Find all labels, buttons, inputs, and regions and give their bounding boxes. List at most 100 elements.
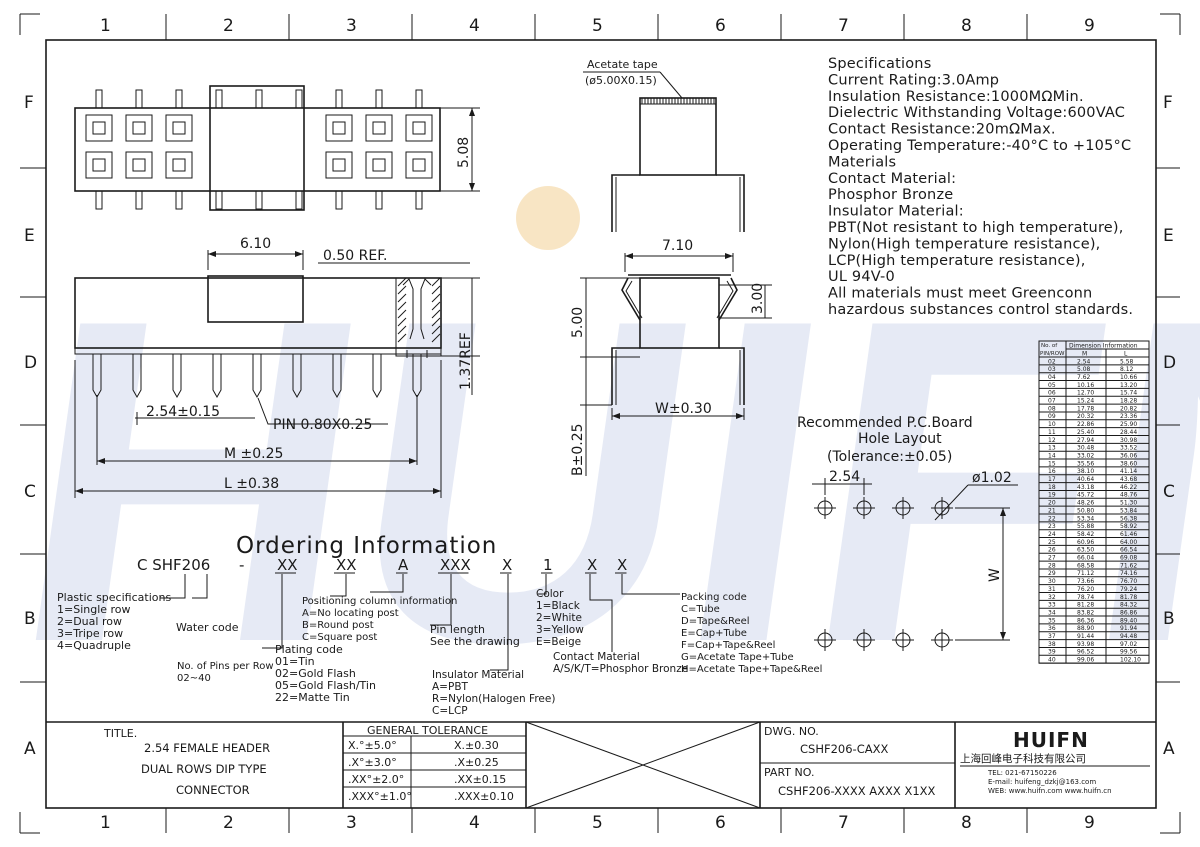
contact-pad	[365, 151, 393, 179]
order-packing: G=Acetate Tape+Tube	[681, 652, 794, 663]
col-label-bottom: 3	[346, 813, 357, 833]
title-line: DUAL ROWS DIP TYPE	[141, 762, 267, 776]
table-row-m: 91.44	[1077, 633, 1094, 640]
order-plating: 05=Gold Flash/Tin	[275, 679, 376, 692]
row-label-right: A	[1163, 739, 1175, 759]
spec-line: PBT(Not resistant to high temperature),	[828, 220, 1124, 236]
top-view: 5.08	[74, 85, 480, 211]
table-row-m: 17.78	[1077, 405, 1094, 412]
contact-pad	[405, 114, 433, 142]
col-label-top: 3	[346, 16, 357, 36]
side-pin	[292, 354, 302, 399]
table-row-m: 48.26	[1077, 500, 1094, 507]
table-row-m: 45.72	[1077, 492, 1094, 499]
table-row-l: 56.38	[1120, 515, 1137, 522]
table-row-m: 78.74	[1077, 594, 1094, 601]
col-label-top: 9	[1084, 16, 1095, 36]
tolerance-angle: .XXX°±1.0°	[348, 790, 412, 803]
table-row-m: 81.28	[1077, 602, 1094, 609]
spec-line: UL 94V-0	[828, 269, 895, 285]
table-row-pins: 17	[1048, 476, 1056, 483]
order-pins: No. of Pins per Row	[177, 661, 274, 672]
col-label-bottom: 8	[961, 813, 972, 833]
table-header-pins-2: PIN/ROW	[1040, 351, 1065, 357]
side-pin	[372, 354, 382, 399]
table-row-l: 18.28	[1120, 398, 1137, 405]
table-row-pins: 29	[1048, 570, 1056, 577]
dim-end-width: 7.10	[662, 238, 693, 254]
table-row-m: 33.02	[1077, 452, 1094, 459]
table-row-m: 99.06	[1077, 657, 1094, 664]
table-row-pins: 31	[1048, 586, 1056, 593]
title-line: CONNECTOR	[176, 783, 250, 797]
side-pin	[132, 354, 142, 399]
table-row-l: 13.20	[1120, 382, 1137, 389]
col-label-top: 2	[223, 16, 234, 36]
side-pin	[212, 354, 222, 399]
table-row-pins: 16	[1048, 468, 1056, 475]
dim-end-h2: 3.00	[750, 283, 766, 314]
table-row-l: 51.30	[1120, 500, 1137, 507]
dim-ref: 0.50 REF.	[323, 248, 387, 264]
tolerance-angle: .XX°±2.0°	[348, 773, 404, 786]
table-header-pins: No. of	[1041, 343, 1058, 349]
table-row-pins: 30	[1048, 578, 1056, 585]
order-packing: F=Cap+Tape&Reel	[681, 640, 775, 651]
order-pin-length: Pin length	[430, 623, 485, 636]
order-contact: A/S/K/T=Phosphor Bronze	[553, 663, 688, 675]
row-label-right: F	[1163, 93, 1173, 113]
table-row-pins: 03	[1048, 366, 1056, 373]
table-row-m: 43.18	[1077, 484, 1094, 491]
table-row-m: 60.96	[1077, 539, 1094, 546]
table-row-m: 88.90	[1077, 625, 1094, 632]
table-row-m: 38.10	[1077, 468, 1094, 475]
table-row-m: 71.12	[1077, 570, 1094, 577]
table-row-l: 97.02	[1120, 641, 1137, 648]
table-row-pins: 07	[1048, 398, 1056, 405]
table-row-m: 20.32	[1077, 413, 1094, 420]
table-row-l: 8.12	[1120, 366, 1134, 373]
table-row-pins: 28	[1048, 562, 1056, 569]
row-label-left: A	[24, 739, 36, 759]
table-row-pins: 10	[1048, 421, 1056, 428]
tape-view: Acetate tape (ø5.00X0.15)	[583, 58, 745, 232]
table-row-m: 68.58	[1077, 562, 1094, 569]
pcb-title-1: Recommended P.C.Board	[797, 415, 973, 431]
table-row-m: 35.56	[1077, 460, 1094, 467]
row-label-left: D	[24, 353, 37, 373]
table-row-l: 5.58	[1120, 358, 1134, 365]
table-row-pins: 36	[1048, 625, 1056, 632]
table-row-l: 79.24	[1120, 586, 1137, 593]
table-row-l: 30.98	[1120, 437, 1137, 444]
table-row-pins: 32	[1048, 594, 1056, 601]
table-row-m: 15.24	[1077, 398, 1094, 405]
order-water: Water code	[176, 621, 239, 634]
table-row-m: 50.80	[1077, 507, 1094, 514]
table-row-pins: 21	[1048, 507, 1056, 514]
col-label-top: 1	[100, 16, 111, 36]
table-row-m: 53.34	[1077, 515, 1094, 522]
row-label-left: E	[24, 226, 35, 246]
table-row-l: 61.46	[1120, 531, 1137, 538]
contact-pad	[325, 114, 353, 142]
row-label-right: C	[1163, 482, 1175, 502]
watermark-text: HUIFN	[0, 224, 1200, 737]
order-packing: D=Tape&Reel	[681, 616, 750, 627]
spec-line: Nylon(High temperature resistance),	[828, 236, 1100, 252]
order-insulator: R=Nylon(Halogen Free)	[432, 693, 555, 705]
table-row-pins: 22	[1048, 515, 1056, 522]
contact-pad	[165, 114, 193, 142]
spec-line: Insulation Resistance:1000MΩMin.	[828, 89, 1084, 105]
col-label-bottom: 7	[838, 813, 849, 833]
table-row-l: 38.60	[1120, 460, 1137, 467]
spec-line: Dielectric Withstanding Voltage:600VAC	[828, 105, 1125, 121]
table-row-m: 76.20	[1077, 586, 1094, 593]
order-packing: E=Cap+Tube	[681, 628, 747, 639]
table-header-dim: Dimension Information	[1069, 343, 1138, 350]
order-pin-length: See the drawing	[430, 635, 520, 648]
order-insulator: Insulator Material	[432, 669, 524, 681]
pcb-hole-size: ø1.02	[972, 470, 1012, 486]
table-row-l: 23.36	[1120, 413, 1137, 420]
